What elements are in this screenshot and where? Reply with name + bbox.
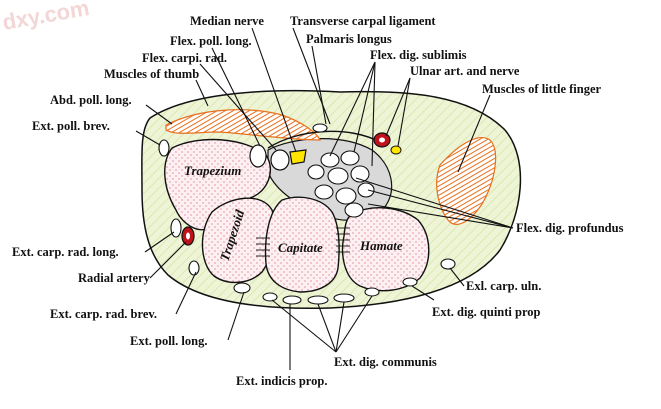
ulnar-nerve (391, 146, 401, 154)
label-exl-carp-uln: Exl. carp. uln. (466, 279, 541, 293)
label-muscles-of-little-finger: Muscles of little finger (482, 82, 602, 96)
radial-artery-lumen (186, 233, 190, 240)
label-ext-poll-brev: Ext. poll. brev. (32, 119, 110, 133)
label-flex-carpi-rad: Flex. carpi. rad. (142, 51, 227, 65)
label-flex-dig-sublimis: Flex. dig. sublimis (370, 48, 467, 62)
hamate-label: Hamate (359, 238, 403, 253)
capitate-label: Capitate (278, 240, 323, 255)
label-transverse-carpal-ligament: Transverse carpal ligament (290, 14, 436, 28)
label-palmaris-longus: Palmaris longus (306, 32, 392, 46)
label-ulnar-art-and-nerve: Ulnar art. and nerve (410, 64, 520, 78)
palmaris-longus-tendon (313, 124, 327, 132)
label-abd-poll-long: Abd. poll. long. (50, 93, 132, 107)
label-ext-indicis-prop: Ext. indicis prop. (236, 374, 327, 388)
label-radial-artery: Radial artery (78, 271, 151, 285)
label-ext-carp-rad-long: Ext. carp. rad. long. (12, 245, 119, 259)
label-ext-dig-quinti-prop: Ext. dig. quinti prop (432, 305, 541, 319)
label-ext-dig-communis: Ext. dig. communis (334, 355, 437, 369)
label-ext-carp-rad-brev: Ext. carp. rad. brev. (50, 307, 157, 321)
flex-carpi-rad-tendon (250, 145, 266, 167)
label-muscles-of-thumb: Muscles of thumb (104, 67, 199, 81)
trapezium-label: Trapezium (184, 163, 241, 178)
label-ext-poll-long: Ext. poll. long. (130, 334, 207, 348)
flex-poll-long-tendon (271, 150, 289, 170)
label-flex-dig-profundus: Flex. dig. profundus (516, 221, 624, 235)
ulnar-artery-lumen (379, 138, 385, 143)
label-median-nerve: Median nerve (190, 14, 264, 28)
median-nerve (290, 150, 306, 164)
watermark: dxy.com (1, 0, 92, 35)
label-flex-poll-long: Flex. poll. long. (170, 34, 252, 48)
